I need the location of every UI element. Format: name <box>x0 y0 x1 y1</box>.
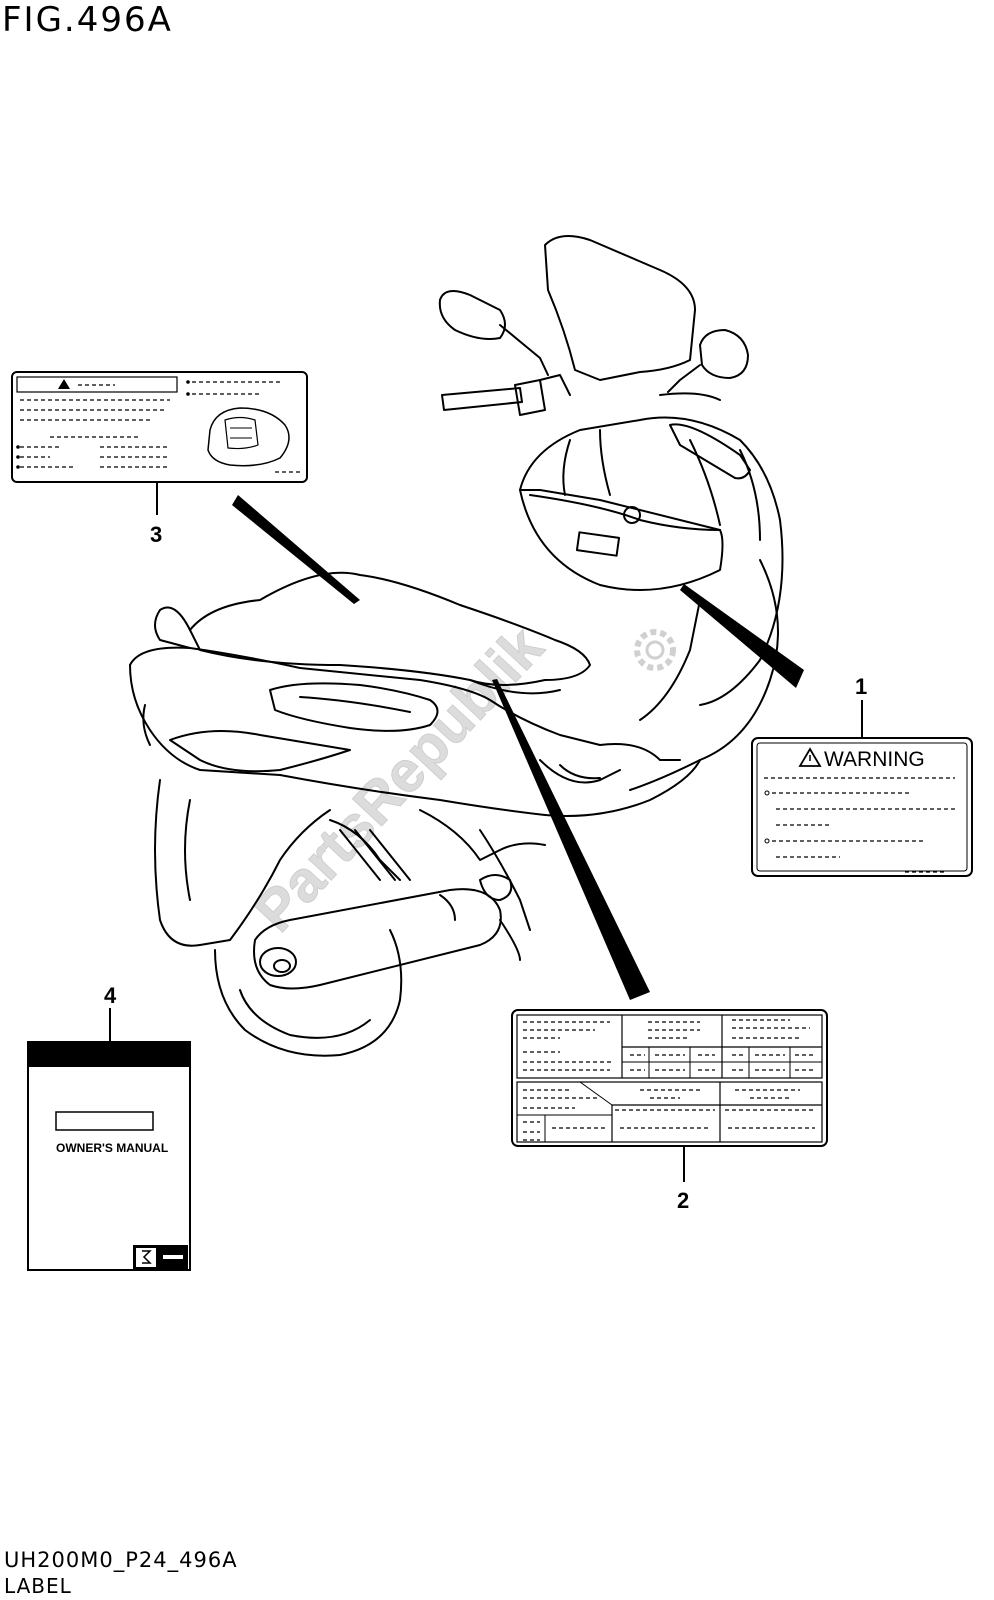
leader-wedge-3 <box>232 495 360 604</box>
leader-wedge-2 <box>492 679 650 1000</box>
figure-title: FIG.496A <box>2 0 173 40</box>
watermark: PartsRepublik <box>241 613 676 944</box>
callout-2: 2 <box>677 1188 689 1213</box>
gear-icon <box>634 629 676 671</box>
scooter-drawing <box>129 235 784 1057</box>
label-1: 1 WARNING <box>751 674 973 877</box>
warning-triangle-icon <box>798 747 822 767</box>
figure-code: UH200M0_P24_496A <box>4 1548 238 1572</box>
label-4-owners-manual: 4 OWNER'S MANUAL <box>27 983 191 1271</box>
helmet-icon <box>207 407 290 467</box>
callout-4: 4 <box>104 983 117 1008</box>
manual-title: OWNER'S MANUAL <box>56 1141 168 1155</box>
callout-1: 1 <box>855 674 867 699</box>
figure-name: LABEL <box>4 1574 72 1598</box>
leader-wedge-1 <box>680 584 804 688</box>
callout-3: 3 <box>150 522 162 547</box>
label-2 <box>511 1009 828 1182</box>
brand-logo-icon <box>142 1250 152 1264</box>
leader-lines <box>232 495 804 1000</box>
label-3: 3 <box>11 371 308 547</box>
warning-heading: WARNING <box>824 748 925 771</box>
warning-triangle-icon <box>58 379 70 389</box>
